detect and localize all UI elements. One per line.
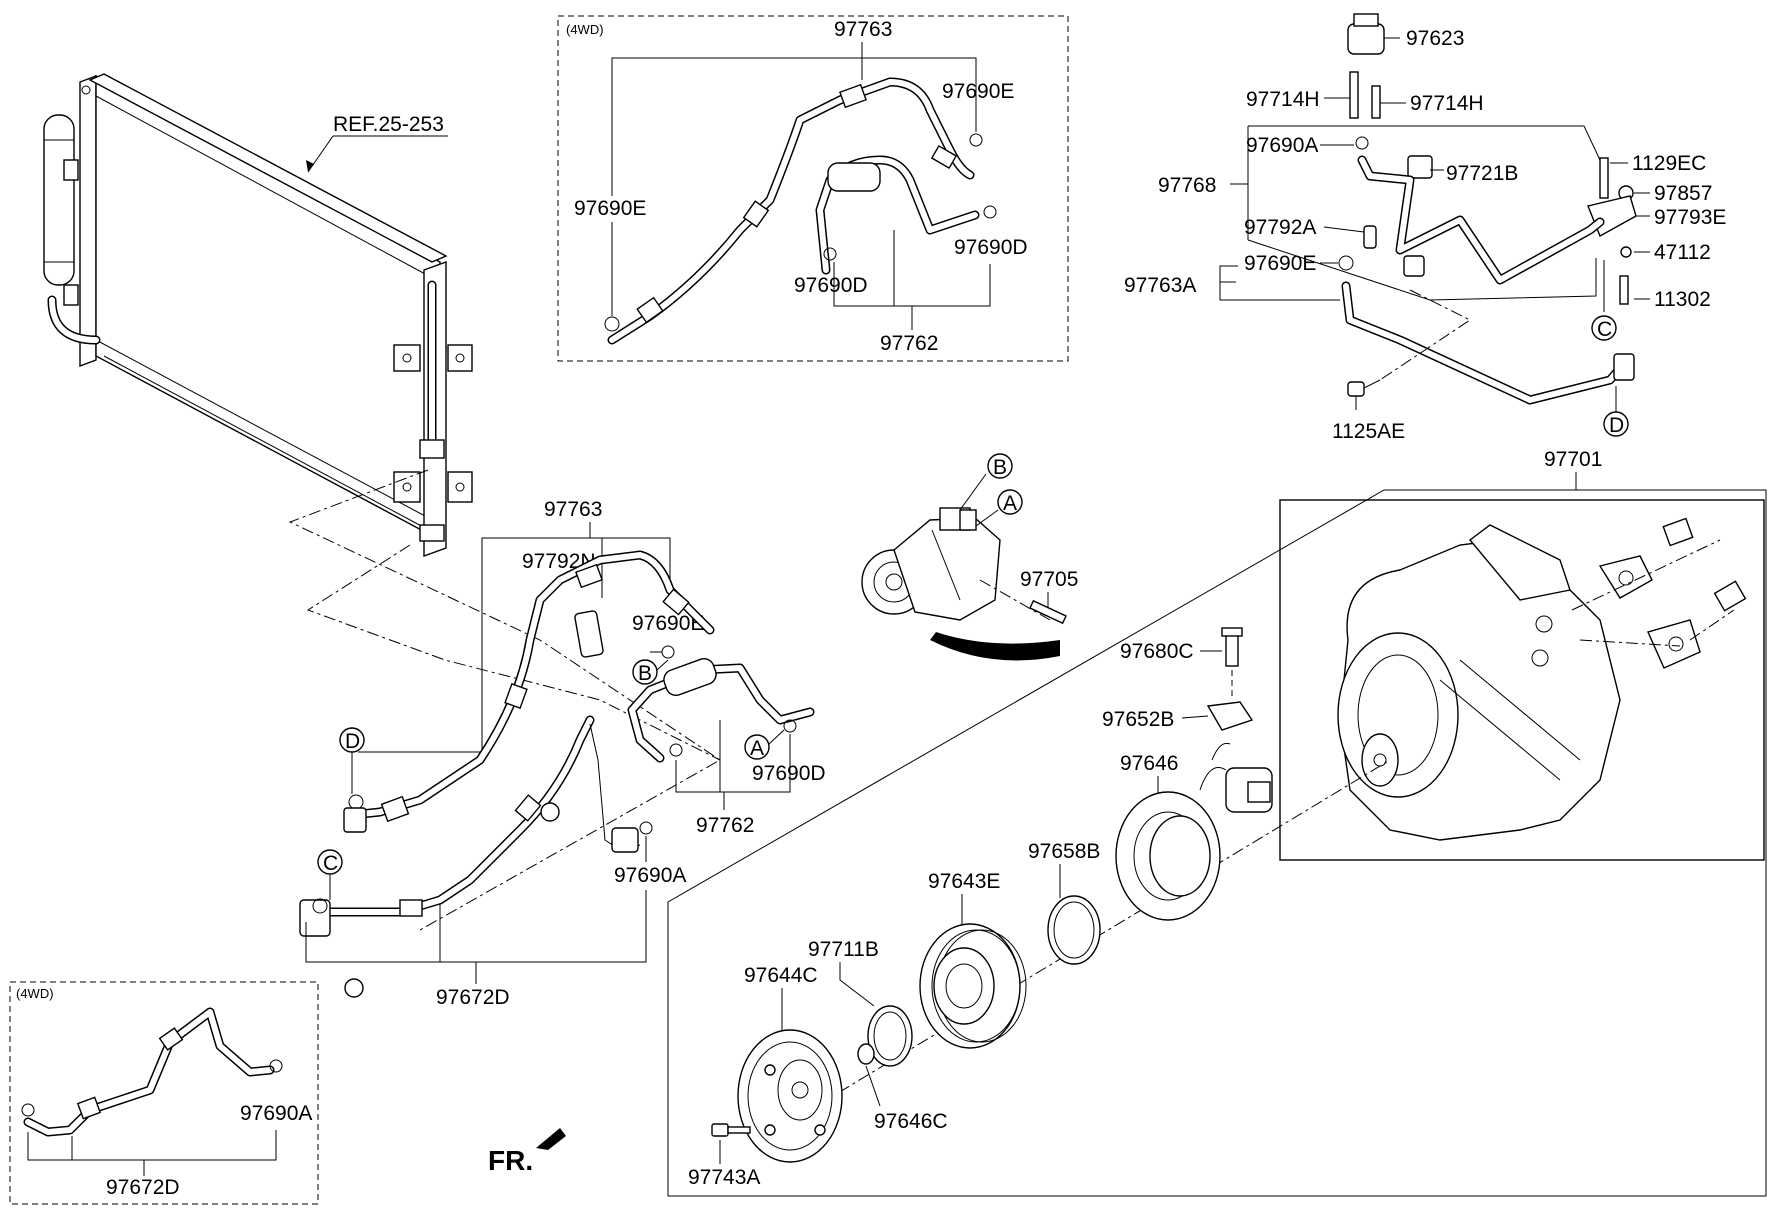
clutch-hub <box>737 1029 843 1163</box>
label-97690E-top-right: 97690E <box>942 80 1014 103</box>
svg-text:B: B <box>993 456 1007 479</box>
label-47112: 47112 <box>1654 241 1711 264</box>
svg-text:D: D <box>1609 414 1624 437</box>
front-direction-arrow <box>536 1128 566 1150</box>
label-97721B: 97721B <box>1446 162 1518 185</box>
label-97690D-top-1: 97690D <box>794 274 868 297</box>
label-97690E-right: 97690E <box>1244 252 1316 275</box>
box-4wd-top <box>557 15 1069 362</box>
label-97701: 97701 <box>1544 448 1602 471</box>
condenser-left-tank <box>79 74 97 368</box>
label-97646: 97646 <box>1120 752 1178 775</box>
svg-text:D: D <box>345 730 360 753</box>
snap-ring <box>1047 895 1101 965</box>
svg-text:A: A <box>1003 492 1017 515</box>
label-97672D-bottom-left: 97672D <box>106 1176 180 1199</box>
callout-c-mid <box>317 849 343 875</box>
label-97690D-top-2: 97690D <box>954 236 1028 259</box>
label-97652B: 97652B <box>1102 708 1174 731</box>
callout-c-top <box>1591 315 1617 341</box>
label-97646C: 97646C <box>874 1110 948 1133</box>
label-97623: 97623 <box>1406 27 1464 50</box>
label-97690A-bottom-left: 97690A <box>240 1102 312 1125</box>
label-97690A-mid: 97690A <box>614 864 686 887</box>
label-97763-mid: 97763 <box>544 498 602 521</box>
label-97763-top: 97763 <box>834 18 892 41</box>
box-4wd-bottom-label: (4WD) <box>16 986 54 1001</box>
label-97658B: 97658B <box>1028 840 1100 863</box>
label-97711B: 97711B <box>808 938 879 961</box>
pulley <box>919 923 1027 1049</box>
callout-a-compressor <box>997 489 1023 515</box>
compressor-subassembly-box <box>1279 499 1765 861</box>
condenser-assembly <box>43 73 473 557</box>
label-97690E-top-left: 97690E <box>574 197 646 220</box>
label-97643E: 97643E <box>928 870 1000 893</box>
svg-text:A: A <box>750 737 764 760</box>
label-97690D-mid: 97690D <box>752 762 826 785</box>
label-97857: 97857 <box>1654 182 1712 205</box>
shim <box>867 1005 913 1067</box>
callout-a-mid <box>744 734 770 760</box>
label-97762-mid: 97762 <box>696 814 754 837</box>
receiver-drier <box>43 114 75 286</box>
label-11302: 11302 <box>1654 288 1711 311</box>
condenser-core <box>95 74 441 542</box>
label-97680C: 97680C <box>1120 640 1194 663</box>
callout-d-mid <box>339 727 365 753</box>
compressor-body <box>1337 524 1621 841</box>
label-97793E: 97793E <box>1654 206 1726 229</box>
label-97768: 97768 <box>1158 174 1216 197</box>
box-4wd-bottom <box>9 981 319 1205</box>
label-97644C: 97644C <box>744 964 818 987</box>
callout-b-mid <box>632 659 658 685</box>
label-97792A: 97792A <box>1244 216 1316 239</box>
label-97714H-right: 97714H <box>1410 92 1484 115</box>
label-1129EC: 1129EC <box>1632 152 1706 175</box>
arrow-compressor-to-exploded <box>930 632 1060 661</box>
svg-text:B: B <box>638 662 652 685</box>
callout-d-top <box>1603 411 1629 437</box>
ref-label: REF.25-253 <box>333 113 444 136</box>
pressure-transducer <box>1347 23 1385 55</box>
label-97763A: 97763A <box>1124 274 1196 297</box>
box-4wd-top-label: (4WD) <box>566 22 604 37</box>
front-direction-label: FR. <box>488 1145 533 1176</box>
svg-text:C: C <box>323 852 338 875</box>
label-97705: 97705 <box>1020 568 1078 591</box>
svg-text:C: C <box>1597 318 1612 341</box>
label-97743A: 97743A <box>688 1166 760 1189</box>
label-97672D-mid: 97672D <box>436 986 510 1009</box>
label-97762-top: 97762 <box>880 332 938 355</box>
label-1125AE: 1125AE <box>1332 420 1405 443</box>
compressor-small <box>861 507 1001 621</box>
label-97690E-mid: 97690E <box>632 612 704 635</box>
field-coil <box>1115 742 1273 921</box>
label-97714H-left: 97714H <box>1246 88 1320 111</box>
callout-b-compressor <box>987 453 1013 479</box>
label-97690A-right: 97690A <box>1246 134 1318 157</box>
